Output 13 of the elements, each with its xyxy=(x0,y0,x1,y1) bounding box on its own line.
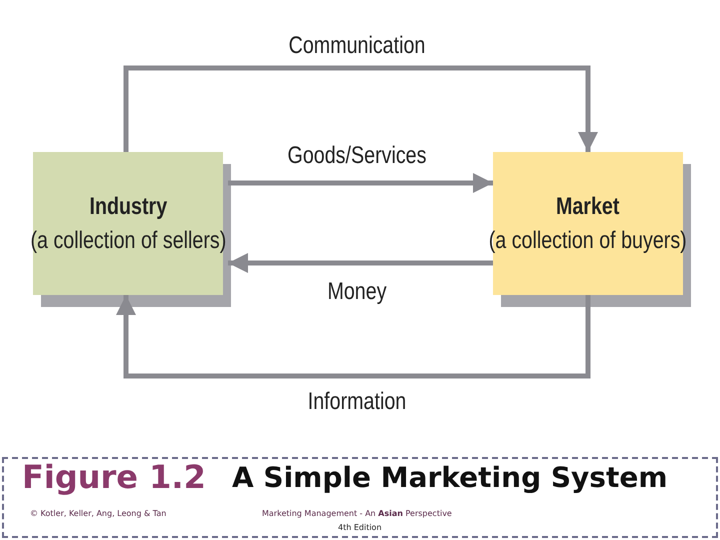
entity-description: (a collection of sellers) xyxy=(30,226,226,254)
entity-name: Market xyxy=(556,192,620,220)
flow-arrow xyxy=(116,295,590,378)
entity-description: (a collection of buyers) xyxy=(489,226,687,254)
copyright-note: © Kotler, Keller, Ang, Leong & Tan xyxy=(30,509,166,518)
book-title: Marketing Management - An Asian Perspective xyxy=(262,509,452,518)
flow-arrow xyxy=(228,253,493,273)
edition-note: 4th Edition xyxy=(338,523,382,532)
flow-arrow xyxy=(124,66,598,152)
figure-number: Figure 1.2 xyxy=(22,458,206,496)
diagram-title: A Simple Marketing System xyxy=(232,461,668,494)
entity-name: Industry xyxy=(89,192,167,220)
flow-arrow xyxy=(228,173,493,193)
